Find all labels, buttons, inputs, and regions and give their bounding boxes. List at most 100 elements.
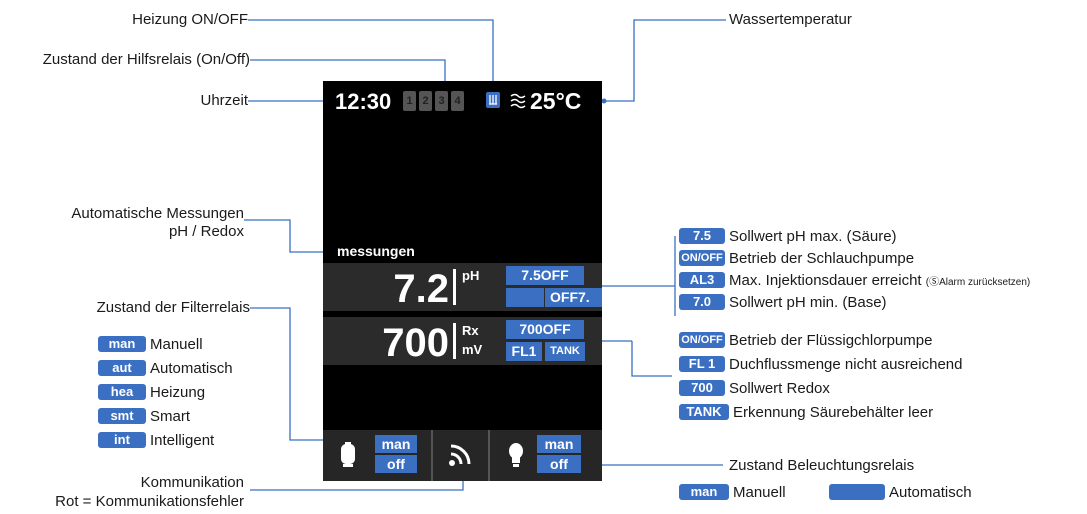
separator [453, 269, 456, 305]
redox-setpoint: 700 [519, 321, 543, 337]
redox-tank-badge: TANK [545, 342, 585, 361]
legend-badge: hea [98, 384, 146, 400]
ph-min-block: OFF7. [545, 288, 602, 307]
filter-mode: man [375, 435, 417, 453]
legend-badge: FL 1 [679, 356, 725, 372]
legend-badge: AL3 [679, 272, 725, 288]
clock: 12:30 [335, 89, 392, 114]
legend-label: Sollwert pH max. (Säure) [729, 227, 897, 245]
legend-label: Betrieb der Schlauchpumpe [729, 249, 915, 267]
redox-unit-rx: Rx [462, 323, 479, 338]
callout-filterrelais: Zustand der Filterrelais [96, 299, 250, 316]
filter-pump-icon [339, 442, 357, 468]
ph-setpoint: 7.5 [521, 267, 541, 283]
ph-unit: pH [462, 268, 480, 283]
legend-badge: 7.0 [679, 294, 725, 310]
ph-min: 7. [578, 289, 590, 305]
light-mode: man [537, 435, 581, 453]
filter-state: off [375, 455, 417, 473]
relay-bar: man off man off [323, 430, 602, 481]
legend-badge: 7.5 [679, 228, 725, 244]
legend-row: Automatisch [829, 482, 972, 502]
legend-badge: TANK [679, 404, 729, 420]
line-heizung [248, 19, 494, 95]
legend-label: Duchflussmenge nicht ausreichend [729, 355, 963, 373]
callout-beleuchtung: Zustand Beleuchtungsrelais [729, 457, 915, 474]
ph-auto-block [506, 288, 544, 307]
legend-badge: man [98, 336, 146, 352]
aux-relay: 1 [403, 91, 416, 111]
water-temperature-icon [509, 91, 527, 109]
redox-unit-mv: mV [462, 342, 483, 357]
legend-badge: aut [98, 360, 146, 376]
redox-flow-badge: FL1 [506, 342, 542, 361]
redox-value: 700 [382, 321, 449, 365]
separator [453, 323, 456, 359]
ph-setpoint-block: 7.5OFF [506, 266, 584, 285]
water-temperature: 25°C [530, 88, 582, 114]
line-messungen [244, 219, 330, 253]
callout-messungen-line2: pH / Redox [168, 223, 244, 240]
legend-label: Manuell [733, 483, 786, 501]
heating-icon [486, 92, 500, 108]
line-wassertemperatur [604, 19, 726, 102]
callout-wassertemperatur: Wassertemperatur [729, 11, 852, 28]
legend-label: Max. Injektionsdauer erreicht [729, 271, 922, 289]
legend-label: Manuell [150, 335, 203, 353]
ph-pump-state: OFF [540, 267, 569, 283]
line-redox-bracket [631, 341, 672, 377]
legend-badge: smt [98, 408, 146, 424]
legend-badge: 700 [679, 380, 725, 396]
line-filterrelais [250, 307, 332, 441]
legend-badge: man [679, 484, 729, 500]
wifi-icon [448, 443, 472, 467]
legend-label: Automatisch [150, 359, 233, 377]
legend-badge [829, 484, 885, 500]
callout-hilfsrelais: Zustand der Hilfsrelais (On/Off) [42, 51, 250, 68]
aux-relay: 4 [451, 91, 464, 111]
ph-band: 7.2 pH 7.5OFF OFF7. [323, 263, 602, 311]
redox-setpoint-block: 700OFF [506, 320, 584, 339]
callout-kommunikation-line2: Rot = Kommunikationsfehler [55, 493, 244, 510]
legend-label: Automatisch [889, 483, 972, 501]
callout-uhrzeit: Uhrzeit [200, 92, 248, 109]
redox-pump-state: OFF [542, 321, 571, 337]
legend-label: Betrieb der Flüssigchlorpumpe [729, 331, 933, 349]
aux-relay: 3 [435, 91, 448, 111]
light-state: off [537, 455, 581, 473]
ph-value: 7.2 [393, 267, 449, 311]
aux-relay: 2 [419, 91, 432, 111]
callout-heizung: Heizung ON/OFF [132, 11, 248, 28]
divider [488, 430, 490, 481]
legend-label: Sollwert pH min. (Base) [729, 293, 887, 311]
legend-badge: ON/OFF [679, 250, 725, 266]
legend-badge: int [98, 432, 146, 448]
legend-label: Sollwert Redox [729, 379, 830, 397]
aux-relays: 1 2 3 4 [403, 91, 464, 111]
legend-label: Intelligent [150, 431, 215, 449]
legend-label: Erkennung Säurebehälter leer [733, 403, 934, 421]
lightbulb-icon [507, 442, 525, 470]
ph-pump2-state: OFF [550, 289, 578, 305]
divider [431, 430, 433, 481]
callout-messungen-line1: Automatische Messungen [71, 205, 244, 222]
controller-screen: 12:30 1 2 3 4 25°C messungen 7.2 pH 7.5O… [323, 81, 602, 481]
redox-band: 700 Rx mV 700OFF FL1 TANK [323, 317, 602, 365]
legend-label: Smart [150, 407, 191, 425]
legend-label: Heizung [150, 383, 206, 401]
legend-note: (ⓈAlarm zurücksetzen) [925, 276, 1031, 288]
